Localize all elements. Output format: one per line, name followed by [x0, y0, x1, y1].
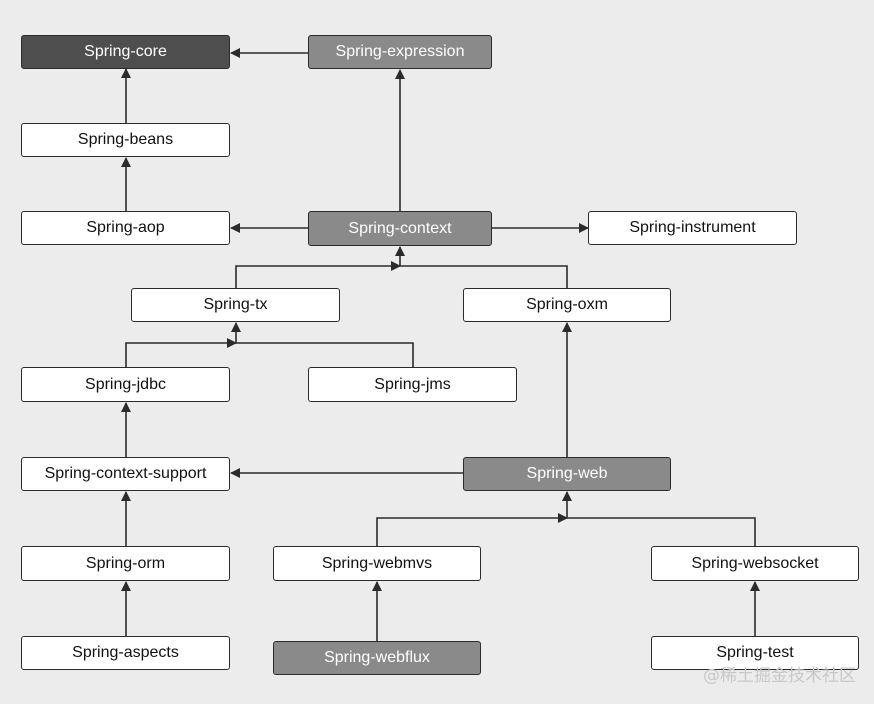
- node-spring-expression: Spring-expression: [308, 35, 492, 69]
- node-spring-instrument: Spring-instrument: [588, 211, 797, 245]
- node-spring-webmvs: Spring-webmvs: [273, 546, 481, 581]
- node-spring-jdbc: Spring-jdbc: [21, 367, 230, 402]
- node-spring-test: Spring-test: [651, 636, 859, 670]
- node-spring-websocket: Spring-websocket: [651, 546, 859, 581]
- edge-jdbc-tx: [125, 338, 237, 367]
- node-spring-web: Spring-web: [463, 457, 671, 491]
- node-spring-webflux: Spring-webflux: [273, 641, 481, 675]
- node-spring-jms: Spring-jms: [308, 367, 517, 402]
- node-spring-aop: Spring-aop: [21, 211, 230, 245]
- node-spring-oxm: Spring-oxm: [463, 288, 671, 322]
- node-spring-context-support: Spring-context-support: [21, 457, 230, 491]
- node-spring-beans: Spring-beans: [21, 123, 230, 157]
- edge-tx-context: [235, 261, 401, 288]
- node-spring-aspects: Spring-aspects: [21, 636, 230, 670]
- node-spring-context: Spring-context: [308, 211, 492, 246]
- node-spring-orm: Spring-orm: [21, 546, 230, 581]
- node-spring-tx: Spring-tx: [131, 288, 340, 322]
- edge-websocket-web: [562, 491, 756, 546]
- edge-jms-tx: [231, 322, 414, 367]
- edge-oxm-context: [395, 246, 568, 288]
- edge-webmvs-web: [376, 513, 568, 546]
- watermark-text: @稀土掘金技术社区: [703, 666, 856, 686]
- node-spring-core: Spring-core: [21, 35, 230, 69]
